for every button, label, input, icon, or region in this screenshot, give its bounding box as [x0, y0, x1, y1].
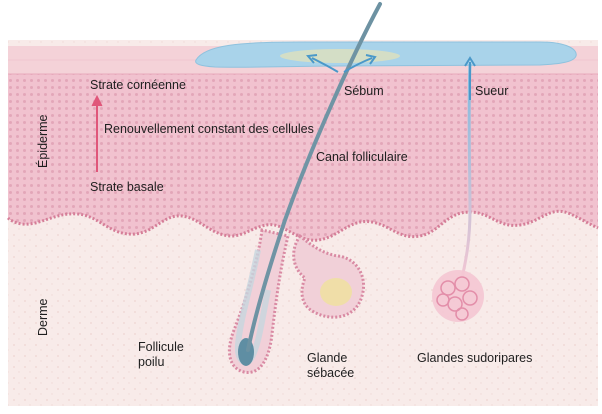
cell-renewal-label: Renouvellement constant des cellules — [104, 122, 314, 137]
follicular-canal-label: Canal folliculaire — [316, 150, 408, 165]
sweat-gland-coil — [432, 270, 484, 322]
stratum-basale-label: Strate basale — [90, 180, 164, 195]
sebaceous-gland-label-line1: Glande — [307, 351, 354, 366]
sweat-label: Sueur — [475, 84, 508, 99]
hair-follicle-label-line2: poilu — [138, 355, 184, 370]
epidermis-label: Épiderme — [36, 115, 50, 169]
dermis-label: Derme — [36, 298, 50, 336]
hair-follicle-label: Follicule poilu — [138, 340, 184, 370]
sebum-label: Sébum — [344, 84, 384, 99]
sweat-glands-label: Glandes sudoripares — [417, 351, 532, 366]
sebaceous-gland-label-line2: sébacée — [307, 366, 354, 381]
hair-follicle-label-line1: Follicule — [138, 340, 184, 355]
stratum-corneum-label: Strate cornéenne — [90, 78, 186, 93]
sebaceous-gland-label: Glande sébacée — [307, 351, 354, 381]
